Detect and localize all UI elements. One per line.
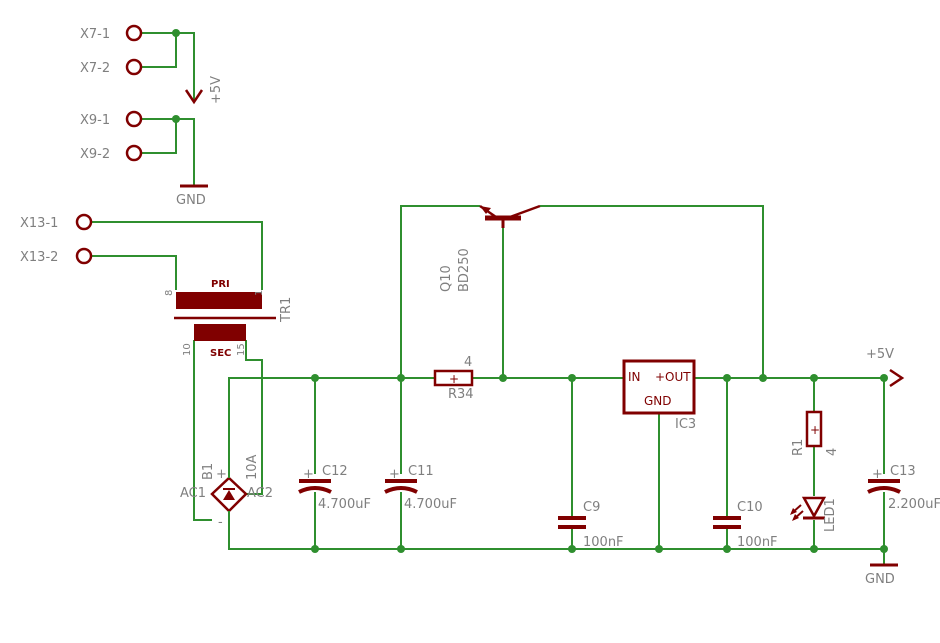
connector-label: X13-2 xyxy=(20,250,58,265)
capacitor-c11[interactable]: + C11 4.700uF xyxy=(384,464,457,512)
gnd-symbol-bottom: GND xyxy=(865,563,898,587)
bridge-name: B1 xyxy=(201,463,216,480)
plus5v-arrow-symbol: +5V xyxy=(184,76,224,105)
q10-name: Q10 xyxy=(439,265,454,292)
r1-plus: + xyxy=(810,423,820,437)
tr-pin-15: 15 xyxy=(236,343,247,356)
bridge-ac2: AC2 xyxy=(247,486,273,501)
c10-name: C10 xyxy=(737,500,763,515)
resistor-r1[interactable]: + R1 4 xyxy=(791,410,840,456)
junctions-main xyxy=(311,374,888,553)
c12-plus: + xyxy=(303,467,314,482)
gnd-symbol-top: GND xyxy=(176,184,208,208)
ic3-pin-gnd: GND xyxy=(644,394,672,408)
tr-sec-label: SEC xyxy=(210,348,231,359)
wires-top-connectors xyxy=(142,32,195,186)
c9-value: 100nF xyxy=(583,535,624,550)
connector-x7-1[interactable]: X7-1 xyxy=(80,24,143,42)
regulator-ic3[interactable]: IN +OUT GND IC3 xyxy=(622,359,696,432)
r34-plus: + xyxy=(449,372,459,386)
connector-x13-2[interactable]: X13-2 xyxy=(20,247,93,265)
wires-main xyxy=(228,205,885,565)
connector-label: X9-1 xyxy=(80,113,110,128)
capacitor-c10[interactable]: C10 100nF xyxy=(713,500,778,550)
c9-name: C9 xyxy=(583,500,600,515)
capacitor-c12[interactable]: + C12 4.700uF xyxy=(298,464,371,512)
c11-value: 4.700uF xyxy=(404,497,457,512)
connector-label: X13-1 xyxy=(20,216,58,231)
c12-value: 4.700uF xyxy=(318,497,371,512)
junction xyxy=(172,29,180,37)
c13-value: 2.200uF xyxy=(888,497,940,512)
led-led1[interactable]: LED1 xyxy=(790,496,838,532)
connector-x9-2[interactable]: X9-2 xyxy=(80,144,143,162)
c12-name: C12 xyxy=(322,464,348,479)
net-label-plus5v: +5V xyxy=(209,76,224,104)
tr-pin-1: 1 xyxy=(254,290,265,296)
wires-transformer xyxy=(92,221,263,521)
net-label-plus5v-out: +5V xyxy=(866,347,894,362)
bridge-rating: 10A xyxy=(245,454,260,480)
tr-pri-label: PRI xyxy=(211,279,230,290)
ic3-name: IC3 xyxy=(675,417,696,432)
tr-name: TR1 xyxy=(279,297,294,323)
transistor-q10[interactable]: Q10 BD250 xyxy=(439,204,541,292)
c11-plus: + xyxy=(389,467,400,482)
r34-name: R34 xyxy=(448,387,474,402)
ic3-pin-in: IN xyxy=(628,370,641,384)
ic3-pin-out: +OUT xyxy=(655,370,691,384)
tr-pin-8: 8 xyxy=(164,290,175,296)
c10-value: 100nF xyxy=(737,535,778,550)
r1-value: 4 xyxy=(825,448,840,456)
r34-value: 4 xyxy=(464,355,472,370)
bridge-minus: - xyxy=(218,515,223,530)
q10-value: BD250 xyxy=(457,248,472,292)
connector-label: X9-2 xyxy=(80,147,110,162)
connector-x9-1[interactable]: X9-1 xyxy=(80,110,143,128)
net-label-gnd-bottom: GND xyxy=(865,572,895,587)
bridge-plus: + xyxy=(216,467,227,482)
net-label-gnd: GND xyxy=(176,193,206,208)
resistor-r34[interactable]: + 4 R34 xyxy=(433,355,474,402)
tr-pin-10: 10 xyxy=(182,343,193,356)
connector-x13-1[interactable]: X13-1 xyxy=(20,213,93,231)
c11-name: C11 xyxy=(408,464,434,479)
capacitor-c13[interactable]: + C13 2.200uF xyxy=(867,464,940,512)
junction xyxy=(172,115,180,123)
capacitor-c9[interactable]: C9 100nF xyxy=(558,500,624,550)
connector-x7-2[interactable]: X7-2 xyxy=(80,58,143,76)
bridge-b1[interactable]: AC1 AC2 + - B1 10A xyxy=(180,454,273,530)
connector-label: X7-1 xyxy=(80,27,110,42)
transformer-tr1[interactable]: PRI SEC 8 1 10 15 TR1 xyxy=(164,279,294,359)
c13-name: C13 xyxy=(890,464,916,479)
connector-label: X7-2 xyxy=(80,61,110,76)
r1-name: R1 xyxy=(791,439,806,456)
bridge-ac1: AC1 xyxy=(180,486,206,501)
c13-plus: + xyxy=(872,467,883,482)
plus5v-output-symbol: +5V xyxy=(866,347,905,388)
led1-name: LED1 xyxy=(823,498,838,532)
